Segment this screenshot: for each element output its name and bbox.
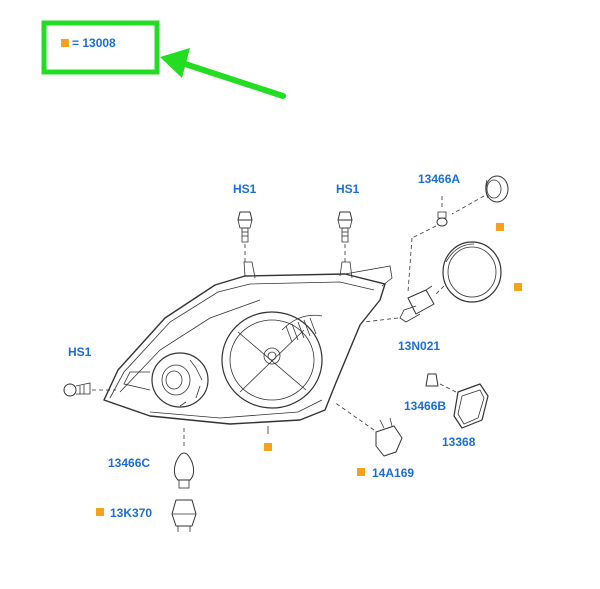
screw-left (63, 382, 116, 397)
label-14A169: 14A169 (372, 466, 414, 480)
label-13466C: 13466C (108, 456, 150, 470)
socket-14A169 (333, 401, 403, 457)
holder-13K370 (171, 499, 197, 532)
label-13466A: 13466A (418, 172, 460, 186)
marker-13008-housing (264, 426, 272, 451)
marker-13008-holder (96, 508, 104, 516)
marker-13008-cover (514, 283, 522, 291)
label-13368: 13368 (442, 435, 476, 449)
bulb-13466A (407, 196, 448, 293)
label-13K370: 13K370 (110, 506, 152, 520)
screw-center-right (337, 211, 353, 262)
side-lamp-13368 (453, 383, 489, 429)
bulb-13466C (173, 428, 195, 489)
legend-marker-icon (61, 39, 69, 47)
screw-center-left (237, 211, 253, 262)
legend-highlight-box (41, 20, 160, 75)
label-13466B: 13466B (404, 399, 446, 413)
small-cap (451, 175, 509, 215)
label-hs1-left: HS1 (68, 345, 92, 359)
bulb-13N021 (363, 285, 435, 323)
headlamp-housing (103, 261, 393, 425)
marker-13008-socket (357, 468, 365, 476)
marker-13008-cap (496, 223, 504, 231)
bulb-13466B (425, 373, 457, 393)
label-hs1-center: HS1 (233, 182, 257, 196)
large-cover (433, 241, 502, 303)
label-13N021: 13N021 (398, 339, 440, 353)
label-hs1-right: HS1 (336, 182, 360, 196)
highlight-arrow (160, 48, 286, 99)
legend-text: = 13008 (72, 36, 116, 50)
